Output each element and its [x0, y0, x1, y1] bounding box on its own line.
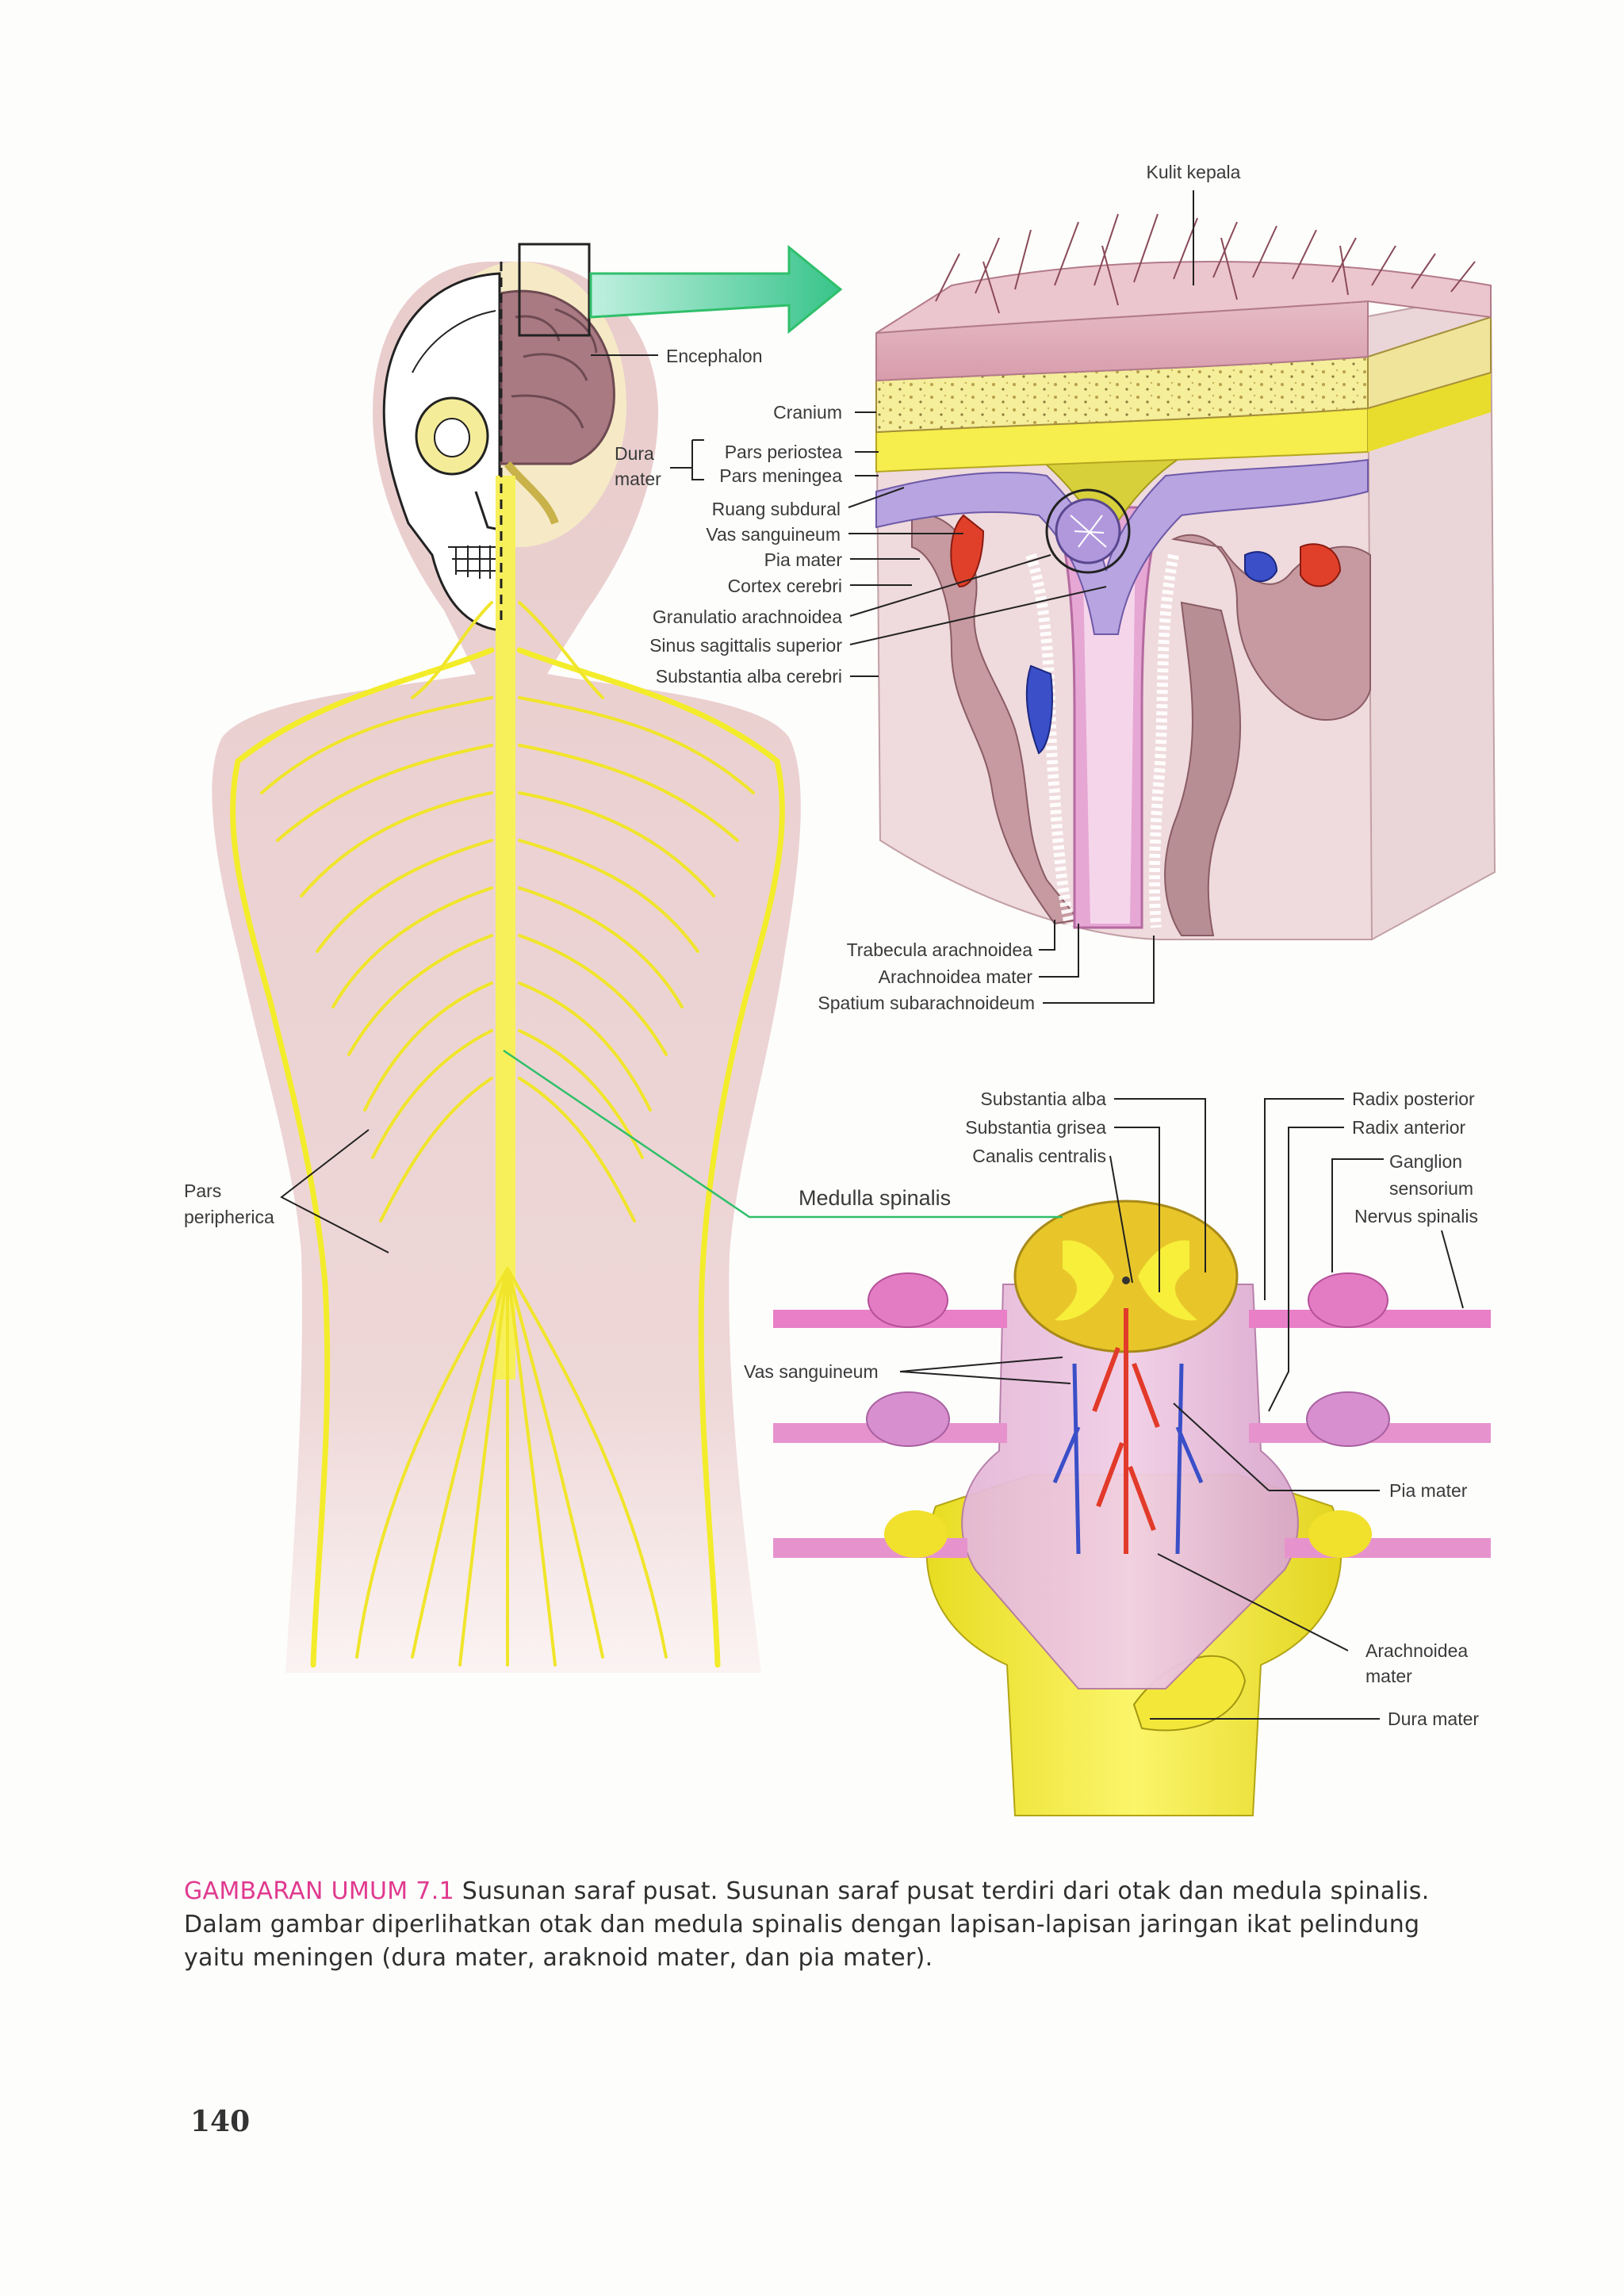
label-radix-posterior: Radix posterior: [1352, 1089, 1475, 1109]
label-dura: Dura: [615, 443, 654, 464]
label-dura-mater-bottom: Dura mater: [1388, 1709, 1479, 1729]
meninges-block: [875, 213, 1496, 941]
label-spatium-subarachnoideum: Spatium subarachnoideum: [818, 993, 1035, 1013]
caption-text: Susunan saraf pusat. Susunan saraf pusat…: [184, 1877, 1430, 1972]
label-pars: Pars: [184, 1181, 221, 1201]
granulatio-highlight: [1045, 488, 1131, 574]
zoom-arrow-icon: [589, 244, 843, 335]
label-cranium: Cranium: [773, 402, 842, 423]
caption-label: GAMBARAN UMUM 7.1: [184, 1877, 454, 1905]
label-dura-mater: mater: [615, 469, 661, 489]
medulla-pointer-line: [503, 1049, 1063, 1219]
label-vas-sanguineum-top: Vas sanguineum: [706, 524, 841, 545]
label-sensorium: sensorium: [1389, 1178, 1473, 1199]
label-ruang-subdural: Ruang subdural: [712, 499, 841, 519]
label-pars-periostea: Pars periostea: [725, 442, 843, 462]
label-trabecula-arachnoidea: Trabecula arachnoidea: [847, 939, 1033, 960]
label-cortex-cerebri: Cortex cerebri: [728, 576, 842, 596]
label-sinus-sagittalis-superior: Sinus sagittalis superior: [649, 635, 842, 656]
label-arachnoidea-mater-bottom: mater: [1365, 1666, 1412, 1686]
leader-lines: [280, 190, 1464, 1720]
label-pia-mater-top: Pia mater: [764, 549, 843, 570]
detail-box: [518, 243, 591, 337]
label-nervus-spinalis: Nervus spinalis: [1354, 1206, 1478, 1226]
page-number: 140: [190, 2105, 251, 2138]
label-substantia-alba-cerebri: Substantia alba cerebri: [656, 666, 842, 687]
label-ganglion: Ganglion: [1389, 1151, 1462, 1172]
label-kulit-kepala: Kulit kepala: [1147, 162, 1241, 182]
label-arachnoidea: Arachnoidea: [1365, 1640, 1468, 1661]
label-substantia-alba: Substantia alba: [980, 1089, 1106, 1109]
label-radix-anterior: Radix anterior: [1352, 1117, 1466, 1138]
peripheral-nerves: [230, 601, 785, 1668]
label-substantia-grisea: Substantia grisea: [965, 1117, 1106, 1138]
label-peripherica: peripherica: [184, 1207, 274, 1227]
label-canalis-centralis: Canalis centralis: [972, 1146, 1106, 1166]
label-pia-mater-bottom: Pia mater: [1389, 1480, 1468, 1501]
label-arachnoidea-mater-top: Arachnoidea mater: [879, 966, 1033, 987]
spinal-cord: [496, 476, 515, 1380]
label-granulatio-arachnoidea: Granulatio arachnoidea: [653, 607, 842, 627]
label-encephalon: Encephalon: [666, 346, 763, 366]
figure-caption: GAMBARAN UMUM 7.1 Susunan saraf pusat. S…: [184, 1875, 1484, 1975]
label-vas-sanguineum-bottom: Vas sanguineum: [744, 1361, 879, 1382]
human-figure: [212, 262, 801, 1673]
nerve-roots: [773, 1272, 1491, 1558]
label-pars-meningea: Pars meningea: [719, 465, 842, 486]
labels: Kulit kepala Encephalon Cranium Dura mat…: [184, 162, 1479, 1729]
spinal-cord-section: [773, 1200, 1491, 1816]
label-medulla-spinalis: Medulla spinalis: [799, 1186, 951, 1210]
skull-icon: [382, 272, 501, 632]
